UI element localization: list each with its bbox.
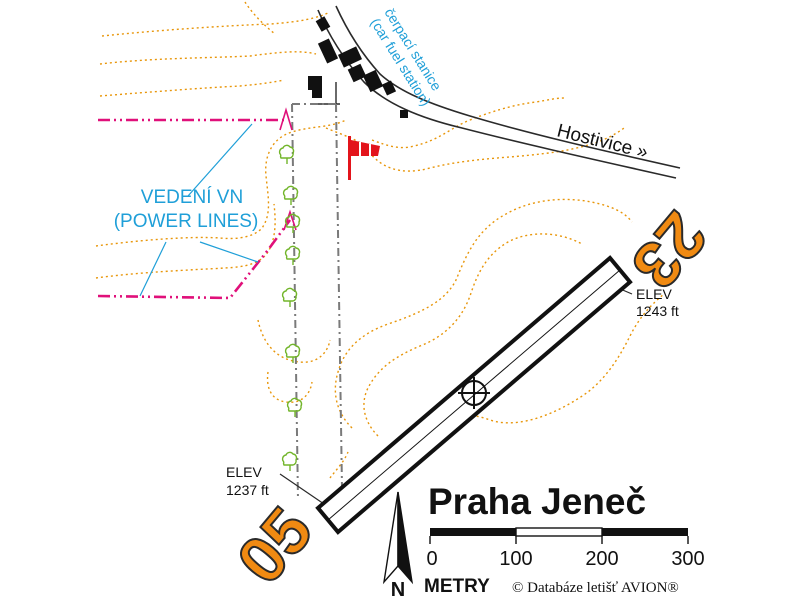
power-lines-label-cs: VEDENÍ VN: [141, 187, 243, 208]
pylon-icon: [279, 107, 293, 131]
north-arrow-icon: N: [382, 491, 414, 600]
elev-value-sw: 1237 ft: [226, 482, 269, 498]
leader-line: [199, 241, 259, 263]
scale-label-300: 300: [671, 548, 704, 570]
contour-line: [257, 319, 331, 363]
building: [381, 80, 397, 96]
north-arrow-left: [382, 491, 399, 585]
contour-line: [266, 371, 313, 403]
scale-segment: [515, 527, 603, 537]
buildings: [308, 16, 408, 118]
copyright-notice: © Databáze letišť AVION®: [512, 580, 679, 596]
contour-line: [99, 51, 317, 65]
building: [347, 63, 367, 83]
scale-segment: [602, 528, 688, 536]
tree-icon: [284, 343, 301, 363]
scale-label-0: 0: [426, 548, 437, 570]
contour-line: [329, 451, 349, 479]
building: [308, 76, 322, 90]
tree-icon: [281, 451, 298, 471]
runway-number-05: 05: [222, 493, 326, 597]
contour-line: [99, 79, 285, 97]
leader-line: [279, 473, 325, 505]
building: [317, 38, 339, 64]
trees: [278, 144, 303, 471]
north-arrow-right: [397, 491, 414, 585]
windsock-pole: [348, 136, 351, 180]
scale-segment: [430, 528, 516, 536]
crosshair-icon: [458, 377, 490, 409]
contour-line: [101, 11, 331, 37]
power-lines-label-en: (POWER LINES): [114, 211, 259, 232]
boundary-line: [335, 103, 343, 489]
tree-icon: [278, 144, 295, 164]
building: [312, 88, 322, 98]
elev-label-ne: ELEV: [636, 286, 672, 302]
contour-line: [371, 97, 565, 149]
building: [337, 46, 363, 68]
leader-line: [187, 123, 253, 197]
north-letter: N: [391, 579, 405, 600]
contour-line: [244, 1, 276, 35]
scale-label-200: 200: [585, 548, 618, 570]
label-leaders: [139, 123, 633, 505]
elev-value-ne: 1243 ft: [636, 303, 679, 319]
tree-icon: [281, 287, 298, 307]
town-label-hostivice: Hostivice »: [555, 120, 650, 163]
airfield-boundary: [291, 103, 343, 501]
power-lines: [97, 118, 292, 300]
building: [362, 69, 384, 93]
tree-icon: [284, 213, 301, 233]
contour-line: [334, 198, 633, 429]
road-edge: [335, 5, 681, 169]
tree-icon: [284, 245, 301, 265]
scale-label-100: 100: [499, 548, 532, 570]
airport-title: Praha Jeneč: [428, 481, 646, 522]
tree-icon: [286, 397, 303, 417]
building: [315, 16, 331, 32]
elev-label-sw: ELEV: [226, 464, 262, 480]
tree-icon: [282, 185, 299, 205]
contour-line: [95, 203, 276, 279]
windsock-sock: [351, 140, 380, 156]
scale-bar: 0 100 200 300: [426, 527, 705, 570]
boundary-line: [291, 103, 299, 501]
windsock-icon: [348, 136, 380, 180]
leader-line: [139, 241, 167, 297]
power-line: [97, 219, 292, 300]
contour-line: [95, 119, 347, 247]
scale-unit-label: METRY: [424, 576, 490, 597]
windsock-stripe: [359, 142, 371, 156]
building: [400, 110, 408, 118]
